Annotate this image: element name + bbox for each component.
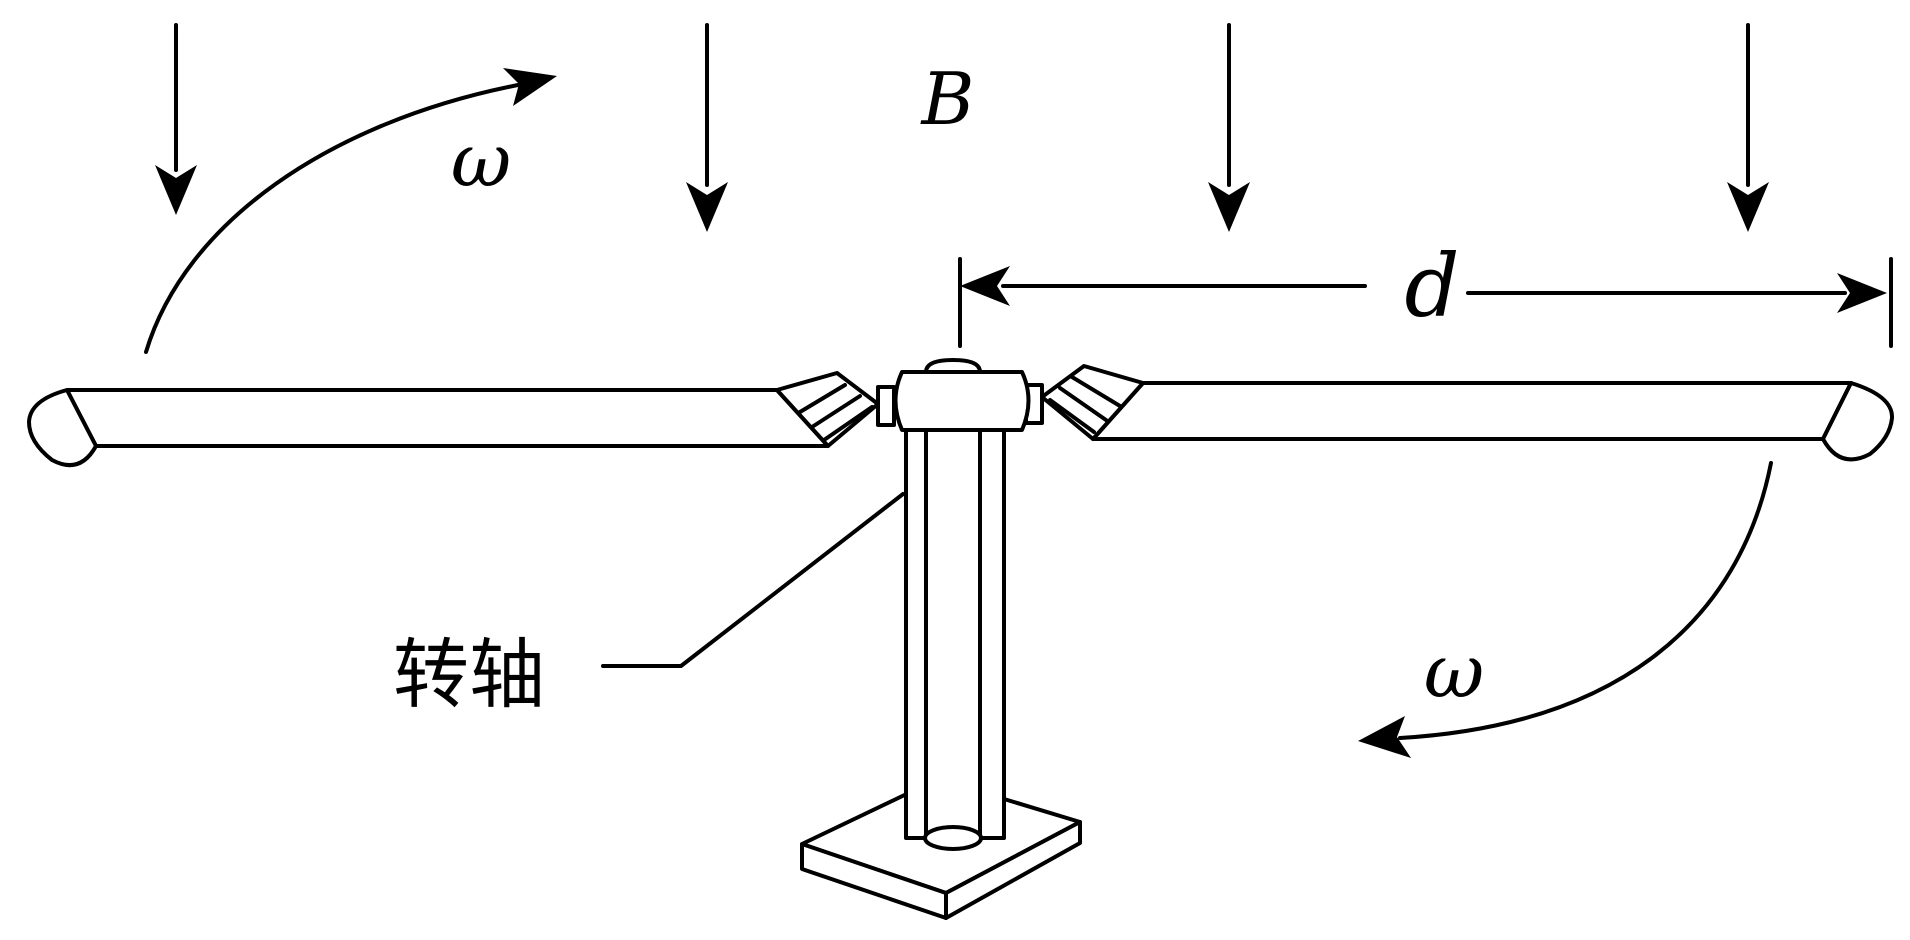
rotation-arrow-left bbox=[144, 68, 557, 354]
axis-label: 转轴 bbox=[393, 630, 545, 719]
field-label: B bbox=[920, 57, 975, 141]
distance-marker bbox=[958, 257, 1893, 348]
magnetic-field-arrows bbox=[155, 23, 1769, 232]
hub bbox=[893, 358, 1031, 432]
field-arrow-3 bbox=[1208, 23, 1250, 232]
rotation-axis-shaft bbox=[904, 426, 1006, 851]
field-arrow-4 bbox=[1727, 23, 1769, 232]
right-rod bbox=[1024, 364, 1894, 462]
omega-label-left: ω bbox=[451, 118, 511, 204]
distance-label: d bbox=[1404, 237, 1459, 337]
rotation-arrow-right bbox=[1358, 461, 1773, 758]
axis-leader-line bbox=[601, 492, 905, 668]
field-arrow-2 bbox=[686, 23, 728, 232]
field-arrow-1 bbox=[155, 23, 197, 215]
omega-label-right: ω bbox=[1424, 629, 1484, 715]
left-rod bbox=[27, 371, 896, 468]
